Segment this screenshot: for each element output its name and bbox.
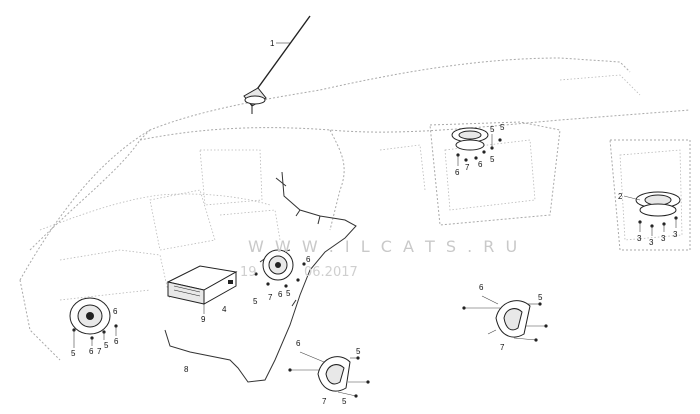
watermark-date-prefix: 19 [240,265,257,280]
callout-7: 7 [97,347,102,356]
roof-antenna [243,15,311,114]
rear-door-speaker-left [288,351,370,398]
callout-9: 9 [201,315,206,324]
callout-7: 7 [268,293,273,302]
callout-5: 5 [342,397,347,406]
callout-8: 8 [184,365,189,374]
callout-6: 6 [278,290,283,299]
callout-5: 5 [286,289,291,298]
callout-5: 5 [490,155,495,164]
callout-5: 5 [490,125,495,134]
callout-3: 3 [637,234,642,243]
watermark: W W W . I L C A T S . R U 19 06.2017 [240,237,520,280]
callout-2: 2 [618,192,623,201]
callout-6: 6 [478,160,483,169]
callout-6: 6 [455,168,460,177]
callout-4: 4 [222,305,227,314]
front-door-speaker-center [254,249,306,288]
callout-6: 6 [114,337,119,346]
callout-7: 7 [465,163,470,172]
callout-3: 3 [649,238,654,247]
rear-speaker-right [623,191,681,236]
callout-6: 6 [479,283,484,292]
callout-labels: 1 2 3 3 3 3 4 9 8 5 6 7 5 6 6 5 7 6 5 6 … [71,39,678,406]
vehicle-body-outline [19,57,691,361]
callout-6: 6 [296,339,301,348]
rear-speaker-left [451,127,502,166]
audio-amplifier-unit [166,265,238,314]
callout-6: 6 [89,347,94,356]
watermark-date: 06.2017 [304,265,358,280]
callout-3: 3 [661,234,666,243]
callout-7: 7 [322,397,327,406]
callout-1: 1 [270,39,275,48]
callout-5: 5 [71,349,76,358]
watermark-site: W W W . I L C A T S . R U [248,237,520,256]
callout-5: 5 [104,341,109,350]
callout-5: 5 [538,293,543,302]
callout-5: 5 [500,123,505,132]
front-door-speaker-left [69,297,118,348]
callout-5: 5 [253,297,258,306]
callout-5: 5 [356,347,361,356]
callout-3: 3 [673,230,678,239]
callout-6: 6 [306,255,311,264]
callout-6: 6 [113,307,118,316]
rear-door-speaker-right [462,295,548,342]
callout-7: 7 [500,343,505,352]
